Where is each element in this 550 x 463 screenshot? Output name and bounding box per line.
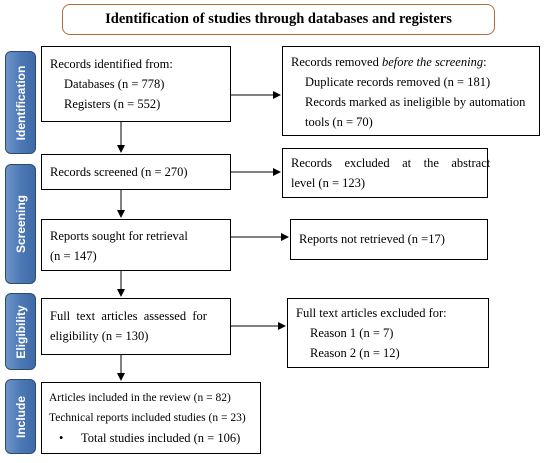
phase-identification: Identification [5,51,36,154]
reason-2: Reason 2 (n = 12) [310,346,400,360]
diagram-title: Identification of studies through databa… [62,4,495,35]
bullet-icon: • [59,431,64,445]
full-text-assessed-count: eligibility (n = 130) [50,329,149,343]
records-identified-box: Records identified from: Databases (n = … [41,46,231,122]
records-screened: Records screened (n = 270) [50,165,188,179]
records-excluded-count: level (n = 123) [291,176,366,190]
registers-count: Registers (n = 552) [64,97,161,111]
reports-not-retrieved: Reports not retrieved (n =17) [299,232,445,246]
technical-reports-included: Technical reports included studies (n = … [49,412,246,424]
ineligible-automation: Records marked as ineligible by automati… [305,95,526,109]
articles-included: Articles included in the review (n = 82) [49,392,231,404]
duplicates-removed: Duplicate records removed (n = 181) [305,75,491,89]
included-box: Articles included in the review (n = 82)… [41,382,261,454]
records-excluded: Records excluded at the abstract [291,156,491,170]
reports-sought: Reports sought for retrieval [50,229,188,243]
records-identified-label: Records identified from: [50,57,173,71]
reports-not-retrieved-box: Reports not retrieved (n =17) [290,219,488,260]
databases-count: Databases (n = 778) [64,77,165,91]
records-removed-box: Records removed before the screening: Du… [282,46,540,136]
phase-screening: Screening [5,164,36,284]
full-text-assessed-box: Full text articles assessed for eligibil… [41,298,231,355]
records-removed-heading: Records removed before the screening: [291,55,487,69]
records-excluded-box: Records excluded at the abstract level (… [282,148,491,198]
full-text-excluded-box: Full text articles excluded for: Reason … [287,298,489,368]
phase-include: Include [5,379,36,454]
reports-sought-box: Reports sought for retrieval (n = 147) [41,219,231,271]
phase-eligibility: Eligibility [5,293,36,370]
total-included: •Total studies included (n = 106) [49,428,253,448]
full-text-assessed: Full text articles assessed for [50,309,207,323]
full-text-excluded: Full text articles excluded for: [296,306,447,320]
reason-1: Reason 1 (n = 7) [310,326,394,340]
ineligible-automation-cont: tools (n = 70) [305,115,373,129]
records-screened-box: Records screened (n = 270) [41,154,231,190]
reports-sought-count: (n = 147) [50,249,97,263]
